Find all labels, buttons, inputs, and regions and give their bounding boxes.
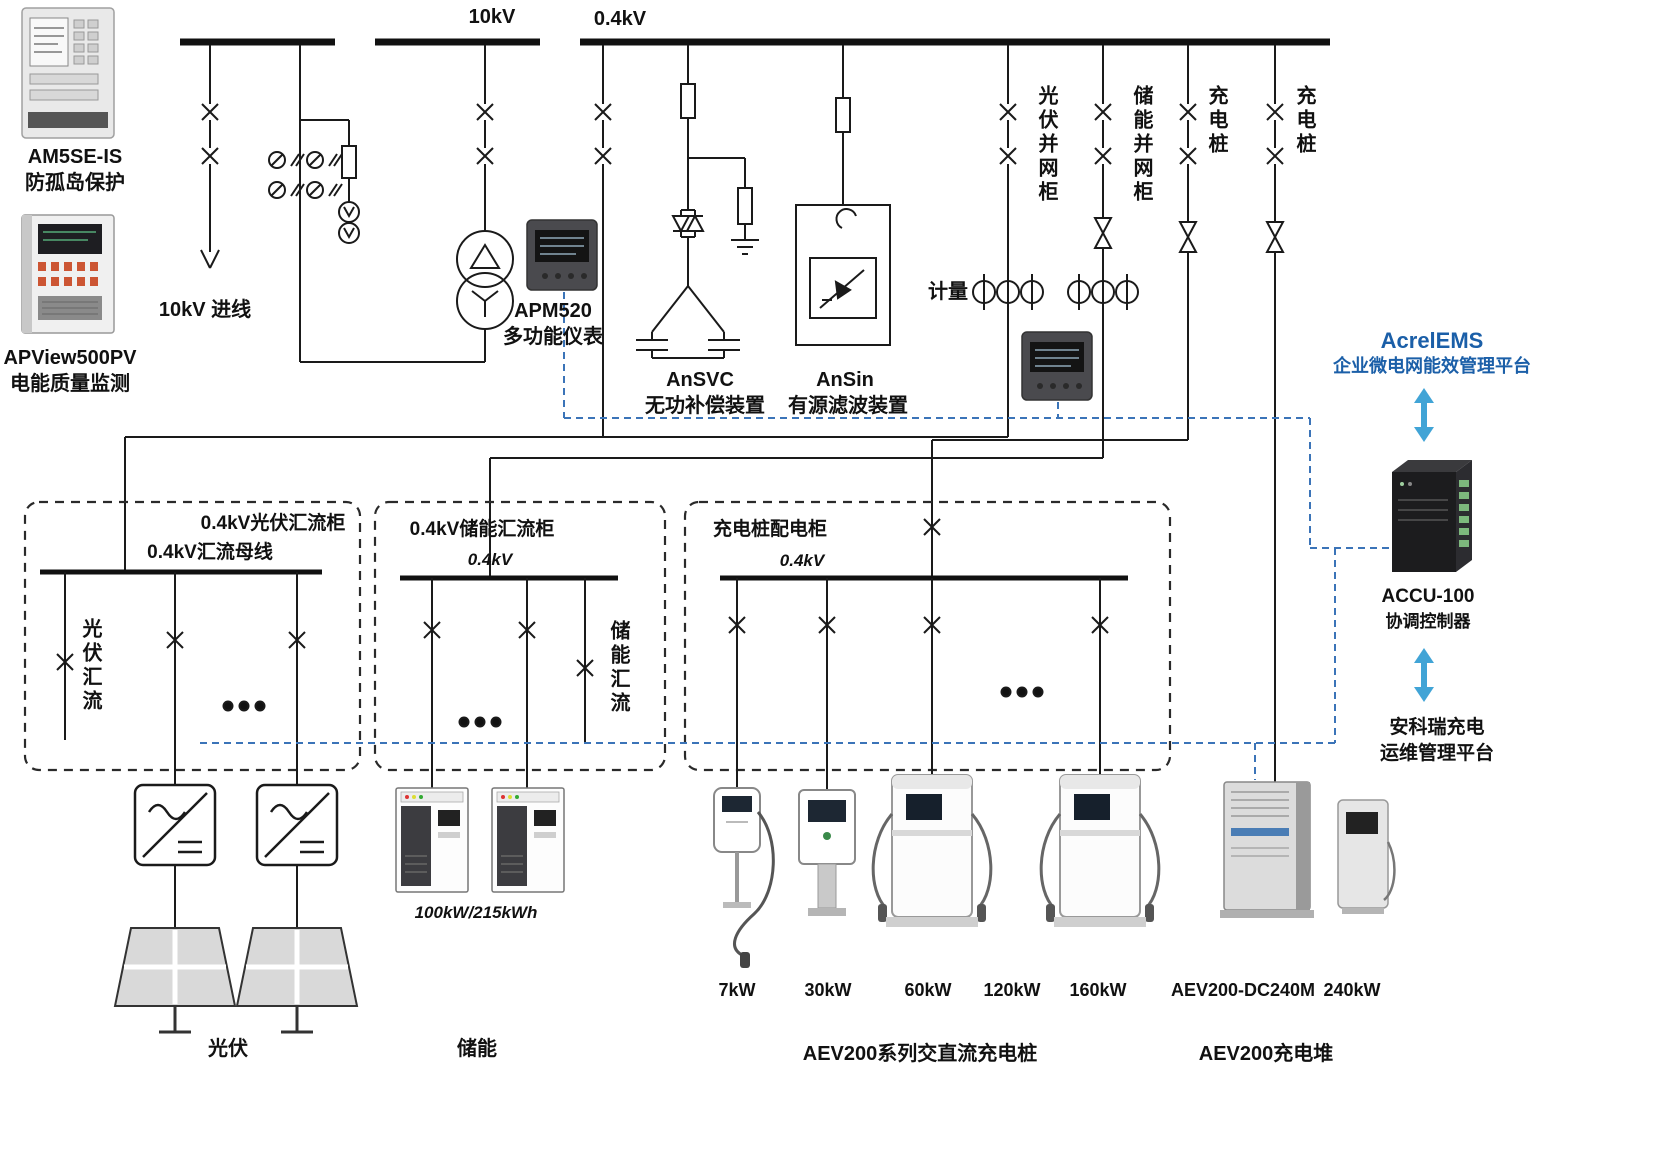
pv-section-label: 光伏: [208, 1038, 248, 1060]
pv-inverter-icon: [133, 783, 217, 867]
charging-cabinet-voltage-label: 0.4kV: [779, 551, 825, 570]
charger-rating-160kw: 160kW: [1069, 980, 1127, 1000]
platform-link-arrow-icon: [1414, 648, 1434, 702]
ess-combiner-internals: [400, 575, 618, 788]
incoming-feeder-label: 10kV 进线: [158, 299, 252, 321]
bus-10kv-label: 10kV: [468, 6, 516, 28]
pt-secondary-icon: [338, 201, 360, 223]
transformer-feeder: [456, 45, 514, 362]
charger-series-label: AEV200系列交直流充电桩: [802, 1043, 1038, 1065]
ess-rating-label: 100kW/215kWh: [414, 903, 538, 922]
pv-grid-cabinet-label: 光伏并网柜: [1035, 85, 1057, 205]
stack-model-label: AEV200-DC240M: [1170, 980, 1316, 1000]
ansvc-model-label: AnSVC: [666, 369, 734, 391]
charger-feeder-2: [1265, 45, 1285, 782]
ess-cabinet-feeder-label: 储能汇流: [607, 620, 629, 716]
charging-platform-label-1: 安科瑞充电: [1389, 717, 1485, 738]
pt-winding-icon: [268, 151, 343, 199]
pt-branch: [268, 45, 485, 363]
pv-cabinet-bus-label: 0.4kV汇流母线: [147, 542, 273, 563]
ess-cabinet-voltage-label: 0.4kV: [467, 550, 513, 569]
fuse-icon: [835, 97, 851, 133]
plug-connector-icon: [1265, 221, 1285, 240]
charging-distribution-cabinet-box: [683, 500, 1172, 772]
pv-combiner-feeder: [124, 45, 1008, 572]
ansvc-branch: [636, 45, 759, 359]
stack-dispenser: [1337, 799, 1396, 914]
pv-panel-icon: [235, 927, 359, 1034]
stack-rating-label: 240kW: [1323, 980, 1381, 1000]
ems-title-label: AcrelEMS: [1380, 328, 1484, 353]
metering-label: 计量: [928, 281, 968, 303]
ansin-desc-label: 有源滤波装置: [788, 395, 908, 417]
am5se-model-label: AM5SE-IS: [27, 146, 123, 168]
metering-meter: [1021, 331, 1093, 401]
ess-combiner-cabinet-box: [373, 500, 667, 772]
ansin-model-label: AnSin: [816, 369, 874, 391]
apm520-meter: [526, 219, 598, 291]
charger-7kw: [713, 787, 775, 968]
comm-lines: [200, 292, 1390, 780]
ansin-branch: [795, 45, 891, 346]
am5se-relay: [21, 7, 115, 139]
accu-100-controller: [1392, 460, 1472, 572]
transformer-icon: [456, 230, 514, 288]
ess-grid-cabinet-label: 储能并网柜: [1130, 85, 1152, 205]
resistor-icon: [737, 187, 753, 225]
stack-series-label: AEV200充电堆: [1198, 1043, 1334, 1065]
ess-grid-feeder: [489, 45, 1113, 578]
charger-160kw: [1039, 774, 1161, 927]
pv-inverter-icon: [255, 783, 339, 867]
plug-connector-icon: [1178, 221, 1198, 240]
pv-cabinet-title: 0.4kV光伏汇流柜: [200, 513, 346, 534]
charger-60kw: [871, 774, 993, 927]
pv-cabinet-feeder-label: 光伏汇流: [79, 618, 101, 714]
fuse-icon: [680, 83, 696, 119]
accu-model-label: ACCU-100: [1381, 586, 1475, 607]
plug-connector-icon: [1093, 217, 1113, 236]
ground-icon: [731, 239, 759, 255]
ems-subtitle-label: 企业微电网能效管理平台: [1333, 356, 1531, 376]
bus-04kv-label: 0.4kV: [593, 8, 647, 30]
ess-cabinet-title: 0.4kV储能汇流柜: [409, 519, 555, 540]
pv-grid-feeder: [999, 45, 1017, 437]
battery-cabinet: [395, 787, 469, 893]
apm520-model-label: APM520: [514, 300, 592, 322]
active-filter-icon: [795, 204, 891, 346]
pv-combiner-internals: [40, 569, 322, 785]
charger-feeder-1: [923, 45, 1198, 578]
incoming-feeder: [200, 45, 220, 269]
charger-feeder-1-label: 充电桩: [1205, 85, 1227, 157]
pv-combiner-cabinet-box: [23, 500, 362, 772]
ems-link-arrow-icon: [1414, 388, 1434, 442]
battery-cabinet: [491, 787, 565, 893]
pv-panel-icon: [113, 927, 237, 1034]
charger-feeder-2-label: 充电桩: [1293, 85, 1315, 157]
am5se-desc-label: 防孤岛保护: [25, 172, 125, 194]
apview-desc-label: 电能质量监测: [10, 373, 130, 395]
capacitor-bank-icon: [636, 284, 740, 359]
charging-platform-label-2: 运维管理平台: [1379, 743, 1495, 764]
accu-desc-label: 协调控制器: [1385, 612, 1471, 631]
apm520-desc-label: 多功能仪表: [503, 326, 603, 348]
apview-model-label: APView500PV: [3, 347, 137, 369]
charger-30kw: [798, 789, 856, 916]
ess-section-label: 储能: [457, 1038, 497, 1060]
charger-rating-120kw: 120kW: [983, 980, 1041, 1000]
charging-stack-cabinet: [1220, 781, 1314, 918]
charging-distribution-internals: [720, 575, 1128, 790]
thyristor-icon: [671, 213, 705, 234]
incoming-arrow-icon: [200, 249, 211, 269]
ansvc-desc-label: 无功补偿装置: [645, 395, 765, 417]
charger-rating-30kw: 30kW: [804, 980, 852, 1000]
apview500pv-monitor: [21, 214, 115, 334]
charging-cabinet-title: 充电桩配电柜: [712, 519, 828, 540]
charger-rating-7kw: 7kW: [718, 980, 756, 1000]
fuse-icon: [341, 145, 357, 179]
ct-metering-icon: [972, 274, 1139, 310]
charger-rating-60kw: 60kW: [904, 980, 952, 1000]
